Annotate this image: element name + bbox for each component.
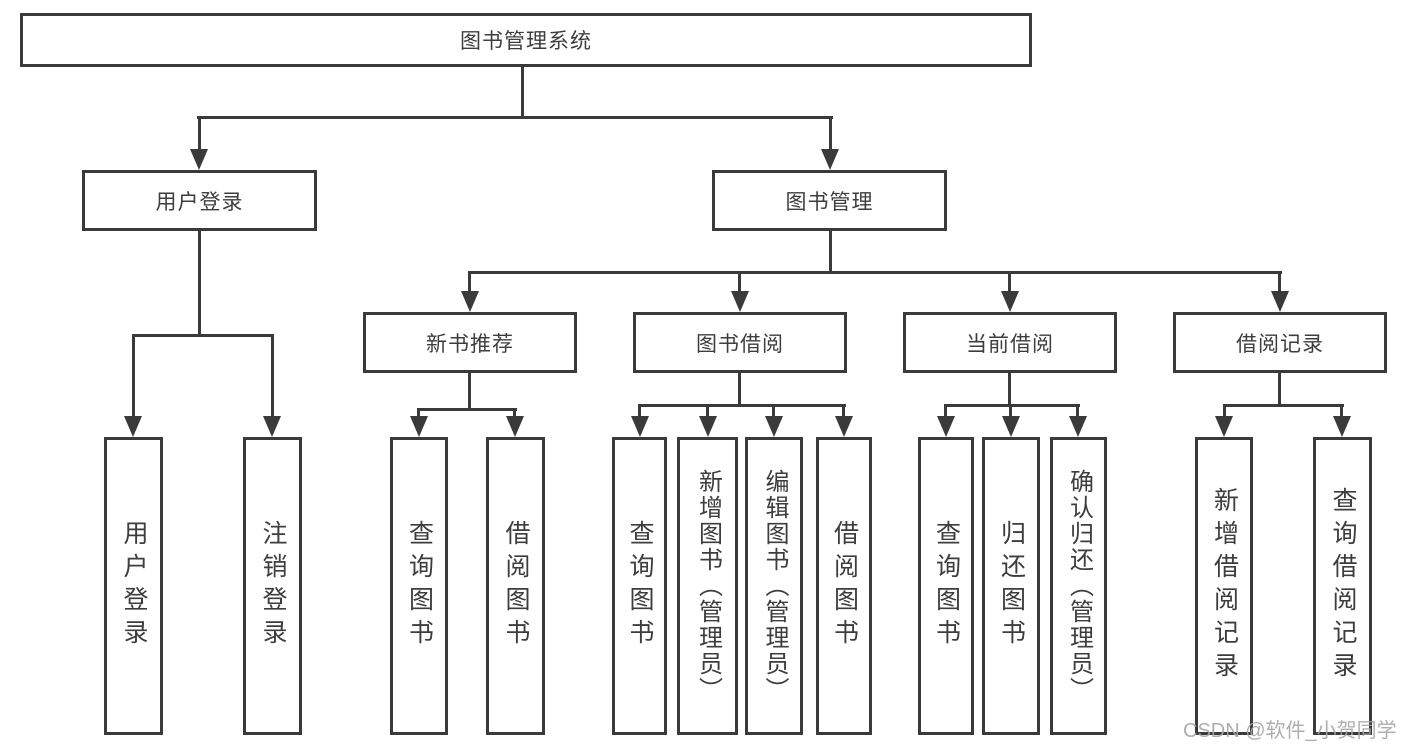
arrowhead-down-icon — [263, 416, 281, 437]
leaf-borrow-books: 借阅图书 — [816, 437, 872, 735]
arrowhead-down-icon — [190, 149, 208, 170]
connector-line — [738, 373, 741, 406]
leaf-borrow-books-label: 借阅图书 — [830, 520, 859, 652]
connector-line — [417, 408, 517, 411]
connector-line — [1278, 373, 1281, 406]
connector-line — [417, 410, 420, 417]
node-borrow-records-label: 借阅记录 — [1236, 332, 1324, 356]
leaf-add-book-admin-label: 新增图书（管理员） — [694, 469, 722, 703]
connector-line — [944, 404, 1080, 407]
node-borrow-records: 借阅记录 — [1173, 312, 1387, 373]
leaf-add-borrow-record-label: 新增借阅记录 — [1210, 487, 1239, 685]
leaf-recommend-query-books-label: 查询图书 — [405, 520, 434, 652]
leaf-current-query-books-label: 查询图书 — [932, 520, 961, 652]
leaf-logout: 注销登录 — [243, 437, 302, 735]
connector-line — [521, 67, 524, 119]
node-book-management: 图书管理 — [712, 170, 947, 231]
connector-line — [738, 274, 741, 292]
connector-line — [468, 373, 471, 410]
arrowhead-down-icon — [631, 416, 649, 437]
connector-line — [829, 231, 832, 273]
connector-line — [944, 406, 947, 417]
connector-line — [1009, 406, 1012, 417]
connector-line — [513, 410, 516, 417]
node-book-management-label: 图书管理 — [785, 190, 874, 214]
connector-line — [706, 406, 709, 417]
leaf-user-login: 用户登录 — [104, 437, 163, 735]
leaf-add-borrow-record: 新增借阅记录 — [1195, 437, 1253, 735]
leaf-edit-book-admin: 编辑图书（管理员） — [745, 437, 803, 735]
leaf-confirm-return-admin-label: 确认归还（管理员） — [1065, 469, 1093, 703]
connector-line — [772, 406, 775, 417]
connector-line — [638, 406, 641, 417]
leaf-user-login-label: 用户登录 — [120, 520, 148, 652]
leaf-recommend-borrow-books-label: 借阅图书 — [502, 520, 530, 652]
connector-line — [1076, 406, 1079, 417]
arrowhead-down-icon — [461, 291, 479, 312]
connector-line — [271, 337, 274, 417]
arrowhead-down-icon — [731, 291, 749, 312]
connector-line — [1008, 274, 1011, 292]
node-user-login: 用户登录 — [82, 170, 317, 231]
connector-line — [468, 271, 1282, 274]
arrowhead-down-icon — [506, 416, 524, 437]
node-current-borrow-label: 当前借阅 — [966, 332, 1054, 356]
connector-line — [1278, 274, 1281, 292]
leaf-borrow-query-books: 查询图书 — [612, 437, 667, 735]
arrowhead-down-icon — [410, 416, 428, 437]
connector-line — [468, 274, 471, 292]
arrowhead-down-icon — [1002, 416, 1020, 437]
connector-line — [638, 404, 846, 407]
node-new-book-recommend-label: 新书推荐 — [426, 332, 514, 356]
leaf-confirm-return-admin: 确认归还（管理员） — [1050, 437, 1107, 735]
leaf-return-books: 归还图书 — [982, 437, 1040, 735]
arrowhead-down-icon — [1001, 291, 1019, 312]
node-book-borrow: 图书借阅 — [633, 312, 847, 373]
node-current-borrow: 当前借阅 — [903, 312, 1117, 373]
arrowhead-down-icon — [699, 416, 717, 437]
arrowhead-down-icon — [1069, 416, 1087, 437]
connector-line — [1340, 406, 1343, 417]
connector-line — [1223, 404, 1344, 407]
connector-line — [132, 334, 274, 337]
node-root-label: 图书管理系统 — [460, 30, 592, 53]
leaf-recommend-query-books: 查询图书 — [390, 437, 448, 735]
connector-line — [829, 119, 832, 150]
leaf-logout-label: 注销登录 — [259, 520, 287, 652]
connector-line — [198, 119, 201, 150]
connector-line — [1008, 373, 1011, 406]
leaf-query-borrow-record: 查询借阅记录 — [1313, 437, 1372, 735]
arrowhead-down-icon — [1333, 416, 1351, 437]
leaf-edit-book-admin-label: 编辑图书（管理员） — [761, 469, 788, 703]
leaf-current-query-books: 查询图书 — [918, 437, 974, 735]
leaf-return-books-label: 归还图书 — [997, 520, 1026, 652]
arrowhead-down-icon — [765, 416, 783, 437]
connector-line — [132, 337, 135, 417]
leaf-borrow-query-books-label: 查询图书 — [626, 520, 654, 652]
arrowhead-down-icon — [124, 416, 142, 437]
connector-line — [198, 231, 201, 336]
node-new-book-recommend: 新书推荐 — [363, 312, 577, 373]
leaf-add-book-admin: 新增图书（管理员） — [677, 437, 738, 735]
connector-line — [1223, 406, 1226, 417]
arrowhead-down-icon — [835, 416, 853, 437]
node-book-borrow-label: 图书借阅 — [696, 332, 784, 356]
leaf-recommend-borrow-books: 借阅图书 — [486, 437, 545, 735]
arrowhead-down-icon — [937, 416, 955, 437]
arrowhead-down-icon — [1271, 291, 1289, 312]
csdn-watermark: CSDN @软件_小贺同学 — [1183, 720, 1397, 742]
arrowhead-down-icon — [821, 149, 839, 170]
node-root: 图书管理系统 — [20, 13, 1032, 67]
connector-line — [842, 406, 845, 417]
leaf-query-borrow-record-label: 查询借阅记录 — [1329, 487, 1357, 685]
arrowhead-down-icon — [1215, 416, 1233, 437]
node-user-login-label: 用户登录 — [155, 190, 244, 214]
connector-line — [197, 116, 833, 119]
